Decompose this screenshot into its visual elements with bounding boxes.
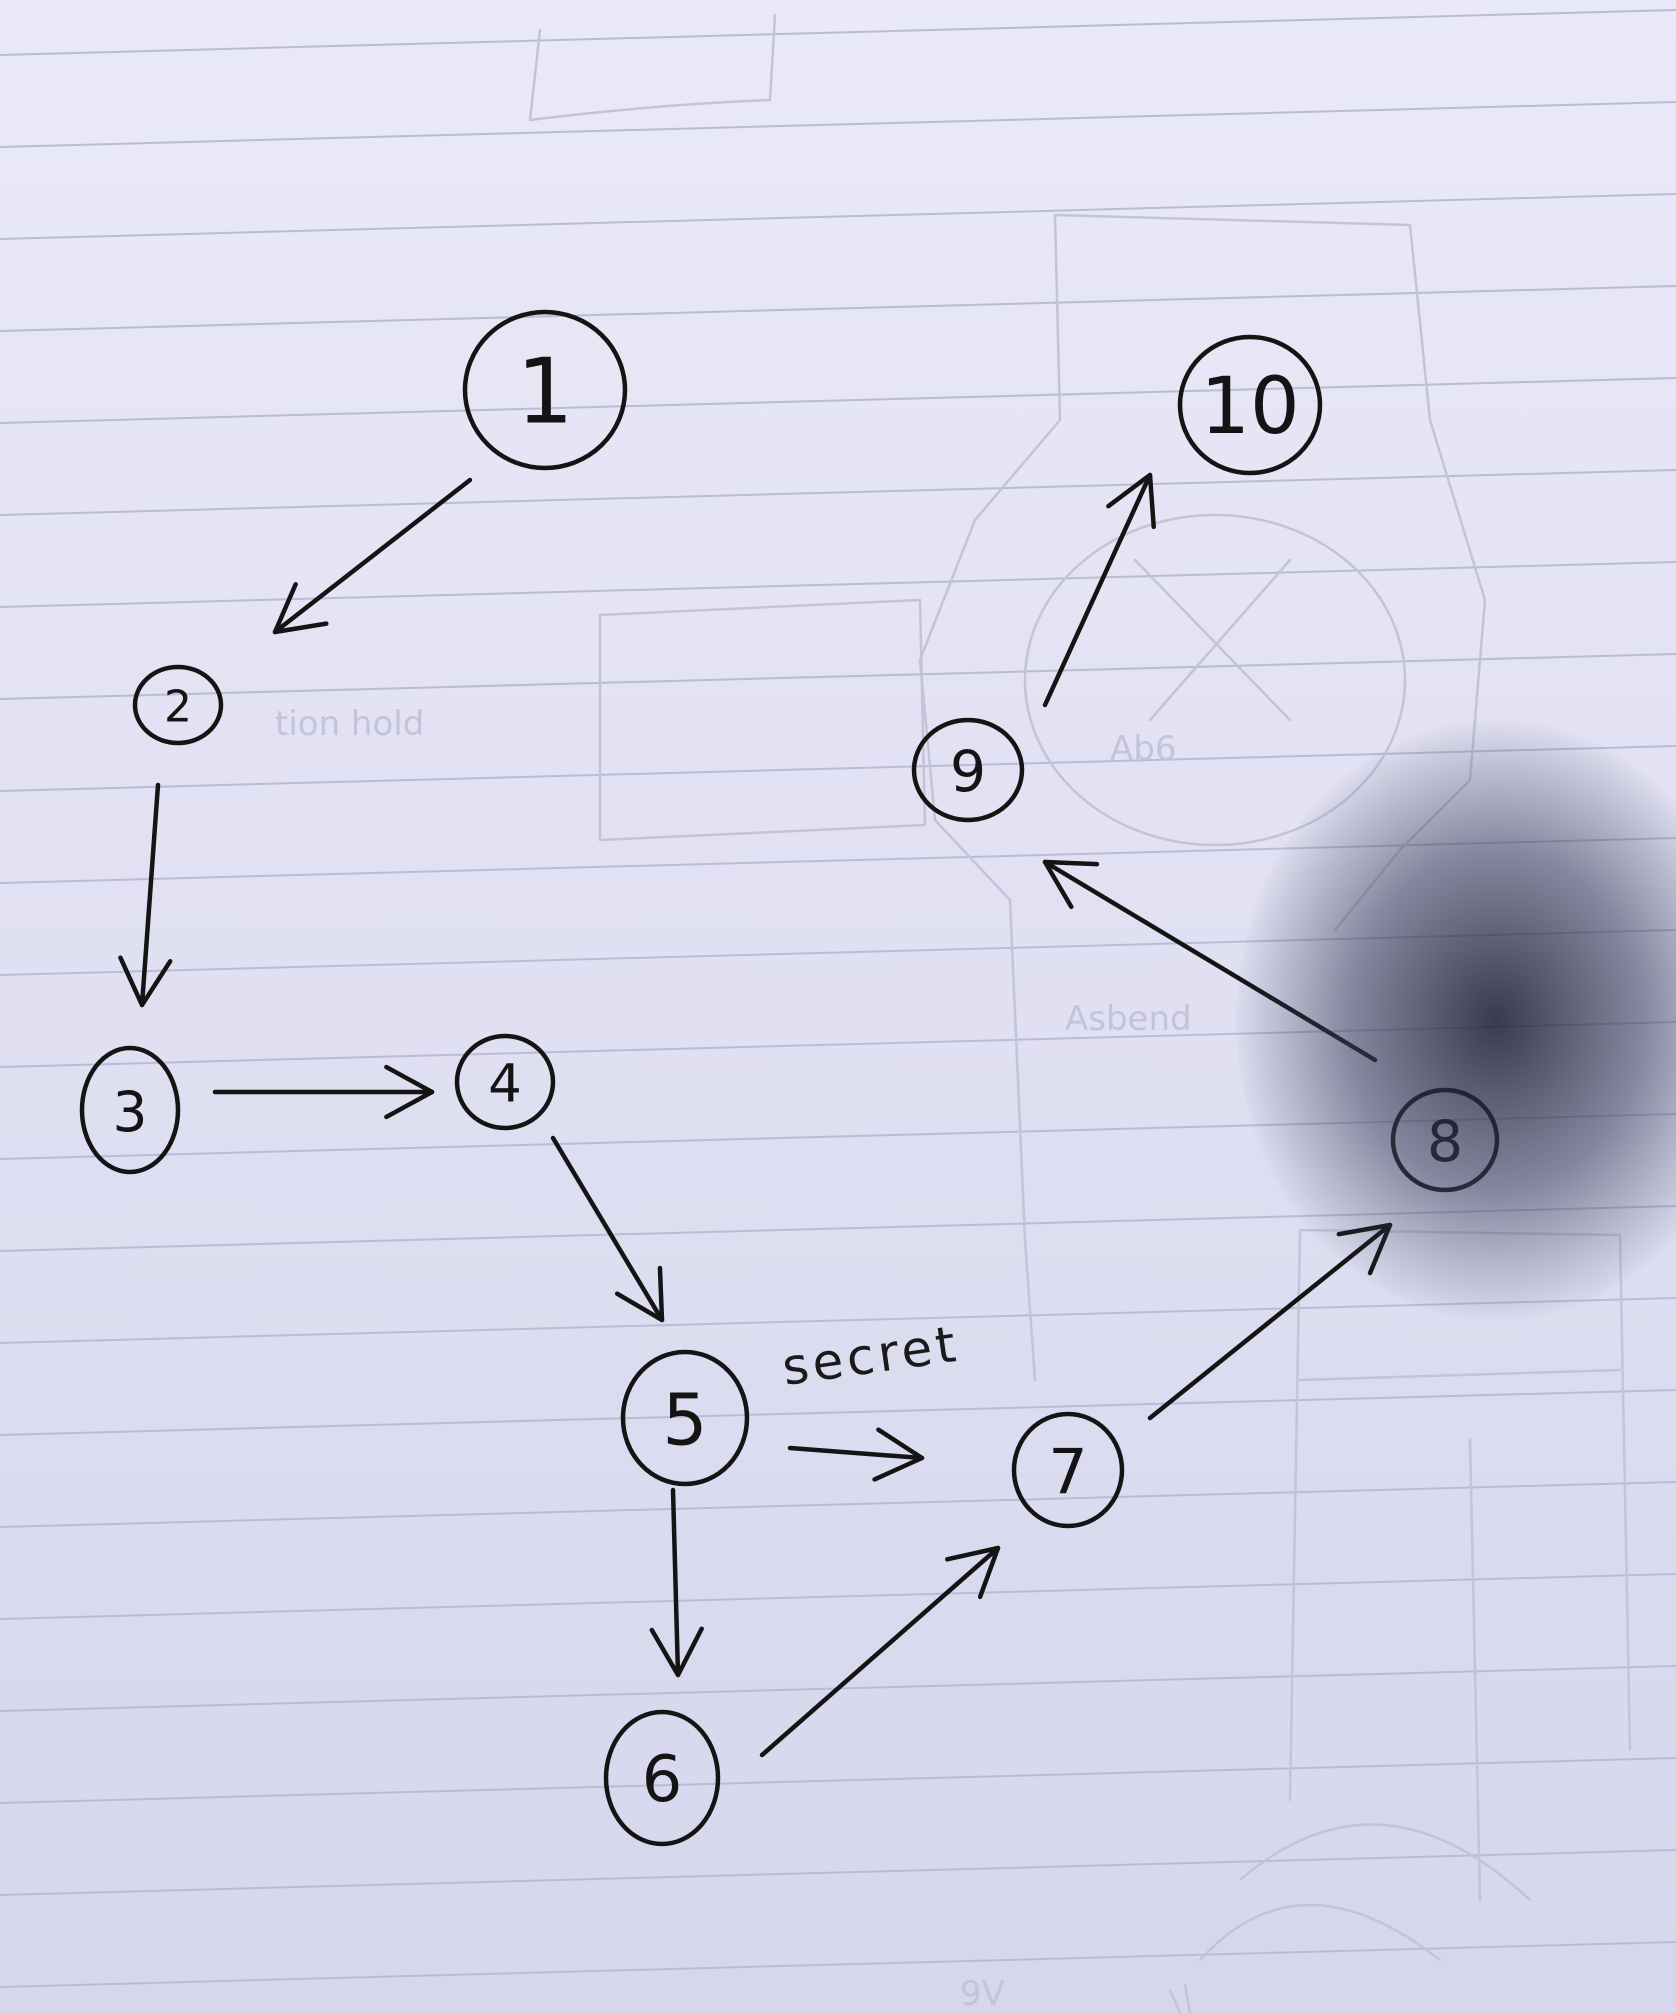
edge-line xyxy=(139,782,161,1008)
arrowhead xyxy=(1042,859,1100,910)
ruled-line xyxy=(0,469,1676,516)
arrowhead xyxy=(872,1427,925,1482)
svg-text:9V: 9V xyxy=(960,1974,1005,2013)
node-circle xyxy=(462,309,628,471)
svg-text:tion hold: tion hold xyxy=(275,704,424,744)
node-10: 10 xyxy=(1177,334,1323,476)
node-label: 1 xyxy=(516,340,573,445)
node-label: 3 xyxy=(113,1080,148,1144)
edge-5-6 xyxy=(649,1487,704,1678)
svg-text:Asbend: Asbend xyxy=(1065,999,1192,1039)
node-label: 9 xyxy=(950,739,986,805)
ruled-line xyxy=(0,1389,1676,1436)
node-3: 3 xyxy=(79,1045,181,1175)
node-label: 6 xyxy=(642,1743,683,1817)
node-2: 2 xyxy=(132,664,224,746)
node-circle xyxy=(1177,334,1323,476)
ruled-line xyxy=(0,377,1676,424)
ruled-line xyxy=(0,1481,1676,1528)
node-circle xyxy=(620,1349,750,1487)
edge-line xyxy=(759,1545,1001,1758)
ruled-line xyxy=(0,1573,1676,1620)
ruled-line xyxy=(0,101,1676,148)
node-circle xyxy=(454,1033,556,1131)
edge-3-4 xyxy=(212,1064,435,1120)
ruled-line xyxy=(0,1849,1676,1896)
node-circle xyxy=(1011,1411,1125,1529)
node-1: 1 xyxy=(462,309,628,471)
edge-line xyxy=(670,1487,681,1678)
edge-5-7: secret xyxy=(779,1315,963,1482)
node-circle xyxy=(911,717,1025,823)
node-label: 4 xyxy=(488,1054,522,1115)
edge-2-3 xyxy=(118,782,173,1008)
node-5: 5 xyxy=(620,1349,750,1487)
ruled-line xyxy=(0,285,1676,332)
edge-label-secret: secret xyxy=(779,1315,963,1397)
ruled-line xyxy=(0,193,1676,240)
ruled-line xyxy=(0,1757,1676,1804)
svg-text:Ab6: Ab6 xyxy=(1110,729,1176,769)
arrowhead xyxy=(614,1265,665,1323)
ruled-line xyxy=(0,561,1676,608)
edge-6-7 xyxy=(759,1545,1001,1758)
edge-line xyxy=(1042,472,1153,708)
node-9: 9 xyxy=(911,717,1025,823)
edge-4-5 xyxy=(550,1135,665,1323)
node-label: 5 xyxy=(662,1379,707,1462)
hand-shadow xyxy=(1236,720,1676,1320)
node-4: 4 xyxy=(454,1033,556,1131)
node-circle xyxy=(79,1045,181,1175)
ruled-line xyxy=(0,1941,1676,1988)
edge-line xyxy=(787,1445,925,1461)
edge-line xyxy=(272,477,473,635)
arrowhead xyxy=(118,955,173,1008)
node-label: 10 xyxy=(1200,362,1299,452)
arrowhead xyxy=(945,1545,1001,1600)
node-label: 7 xyxy=(1048,1436,1087,1509)
ruled-line xyxy=(0,9,1676,56)
arrowhead xyxy=(384,1064,435,1120)
node-6: 6 xyxy=(603,1709,721,1847)
edge-9-10 xyxy=(1042,472,1156,708)
node-7: 7 xyxy=(1011,1411,1125,1529)
arrowhead xyxy=(272,582,329,635)
node-circle xyxy=(603,1709,721,1847)
ruled-line xyxy=(0,1297,1676,1344)
ruled-line xyxy=(0,653,1676,700)
arrowhead xyxy=(649,1626,704,1678)
flow-diagram: secret12345678910 xyxy=(79,309,1500,1847)
arrowhead xyxy=(1106,472,1156,530)
node-circle xyxy=(132,664,224,746)
edge-line xyxy=(550,1135,665,1323)
edge-1-2 xyxy=(272,477,473,635)
node-label: 2 xyxy=(164,682,192,733)
